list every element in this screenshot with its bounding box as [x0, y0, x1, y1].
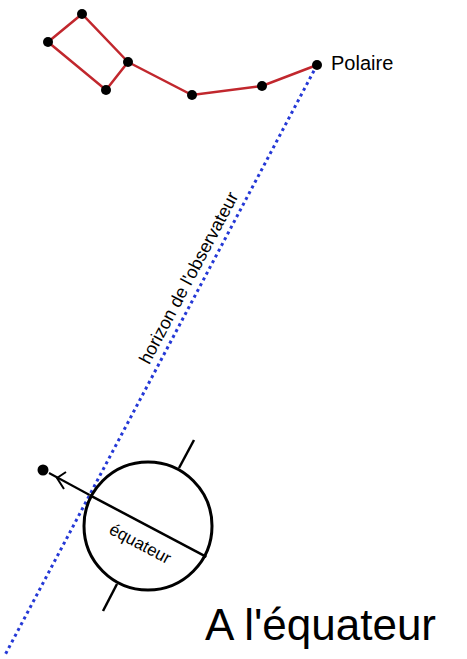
star-name: Polaire — [331, 52, 393, 75]
star — [77, 9, 87, 19]
star — [123, 57, 133, 67]
earth-outline — [82, 460, 214, 592]
zenith-arrow — [49, 473, 90, 495]
star — [257, 81, 267, 91]
star — [101, 85, 111, 95]
earth-circle: équateur — [82, 460, 214, 592]
star — [43, 37, 53, 47]
pole-star — [312, 60, 322, 70]
axis-south — [103, 584, 117, 611]
arrow-head — [57, 472, 66, 489]
horizon-label: horizon de l'observateur — [134, 187, 244, 370]
dipper-handle — [128, 62, 317, 95]
big-dipper — [48, 14, 317, 95]
dipper-bowl — [48, 14, 128, 90]
horizon-line — [5, 65, 317, 655]
earth — [84, 462, 212, 590]
stars — [43, 9, 322, 100]
axis-north — [179, 440, 194, 468]
caption-label: A l'équateur — [205, 600, 436, 651]
observer-dot — [38, 465, 49, 476]
star — [187, 90, 197, 100]
